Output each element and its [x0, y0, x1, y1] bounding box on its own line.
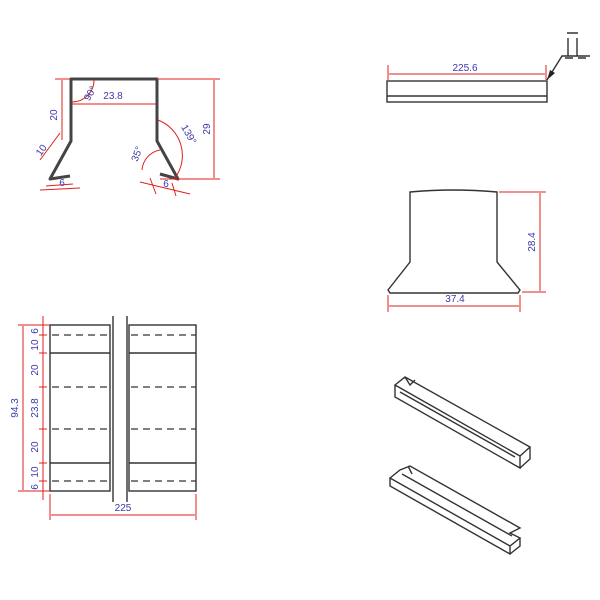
- side-dimension-lines: [387, 65, 547, 80]
- side-view: 225.6: [386, 32, 590, 103]
- plan-dimension-lines: [18, 316, 197, 520]
- plan-left-panel: [49, 324, 111, 492]
- dim-plan-length: 225: [115, 503, 132, 514]
- dim-height: 29: [202, 123, 213, 135]
- angle-outer: 139°: [178, 123, 198, 146]
- dim-chain: 6: [30, 484, 41, 490]
- plan-right-panel: [128, 324, 197, 492]
- side-bar: [386, 80, 548, 103]
- isometric-rail-open: [388, 465, 522, 556]
- angle-lip: 35°: [130, 145, 146, 163]
- dim-end-width: 37.4: [445, 294, 465, 305]
- dim-width: 23.8: [103, 91, 123, 102]
- weld-symbol-icon: [546, 32, 590, 81]
- dim-length: 225.6: [452, 63, 477, 74]
- dim-lip-length: 10: [34, 142, 50, 158]
- profile-dimension-lines: [39, 78, 220, 197]
- plan-view: 94.3 6 10 20 23.8 20 10 6 225: [10, 316, 197, 520]
- end-view: 28.4 37.4: [387, 189, 546, 312]
- dim-end-height: 28.4: [527, 232, 538, 252]
- isometric-rail-closed: [393, 376, 532, 470]
- dim-chain: 10: [30, 339, 41, 351]
- plan-hidden-lines: [52, 334, 196, 482]
- end-dimension-lines: [387, 191, 546, 312]
- dim-total: 94.3: [10, 398, 21, 418]
- dim-chain: 10: [30, 466, 41, 478]
- dim-lip-right: 6: [163, 179, 169, 190]
- dim-lip-left: 6: [59, 178, 65, 189]
- dim-chain: 20: [30, 441, 41, 453]
- plan-solid-lines: [50, 316, 196, 502]
- profile-view: 23.8 29 20 10 6 6 90° 35° 139°: [34, 77, 220, 197]
- profile-outline: [48, 77, 180, 181]
- dim-chain: 23.8: [30, 398, 41, 418]
- end-outline: [387, 189, 521, 294]
- dim-side-height: 20: [49, 109, 60, 121]
- dim-chain: 6: [30, 328, 41, 334]
- angle-corner: 90°: [82, 84, 99, 103]
- dim-chain: 20: [30, 364, 41, 376]
